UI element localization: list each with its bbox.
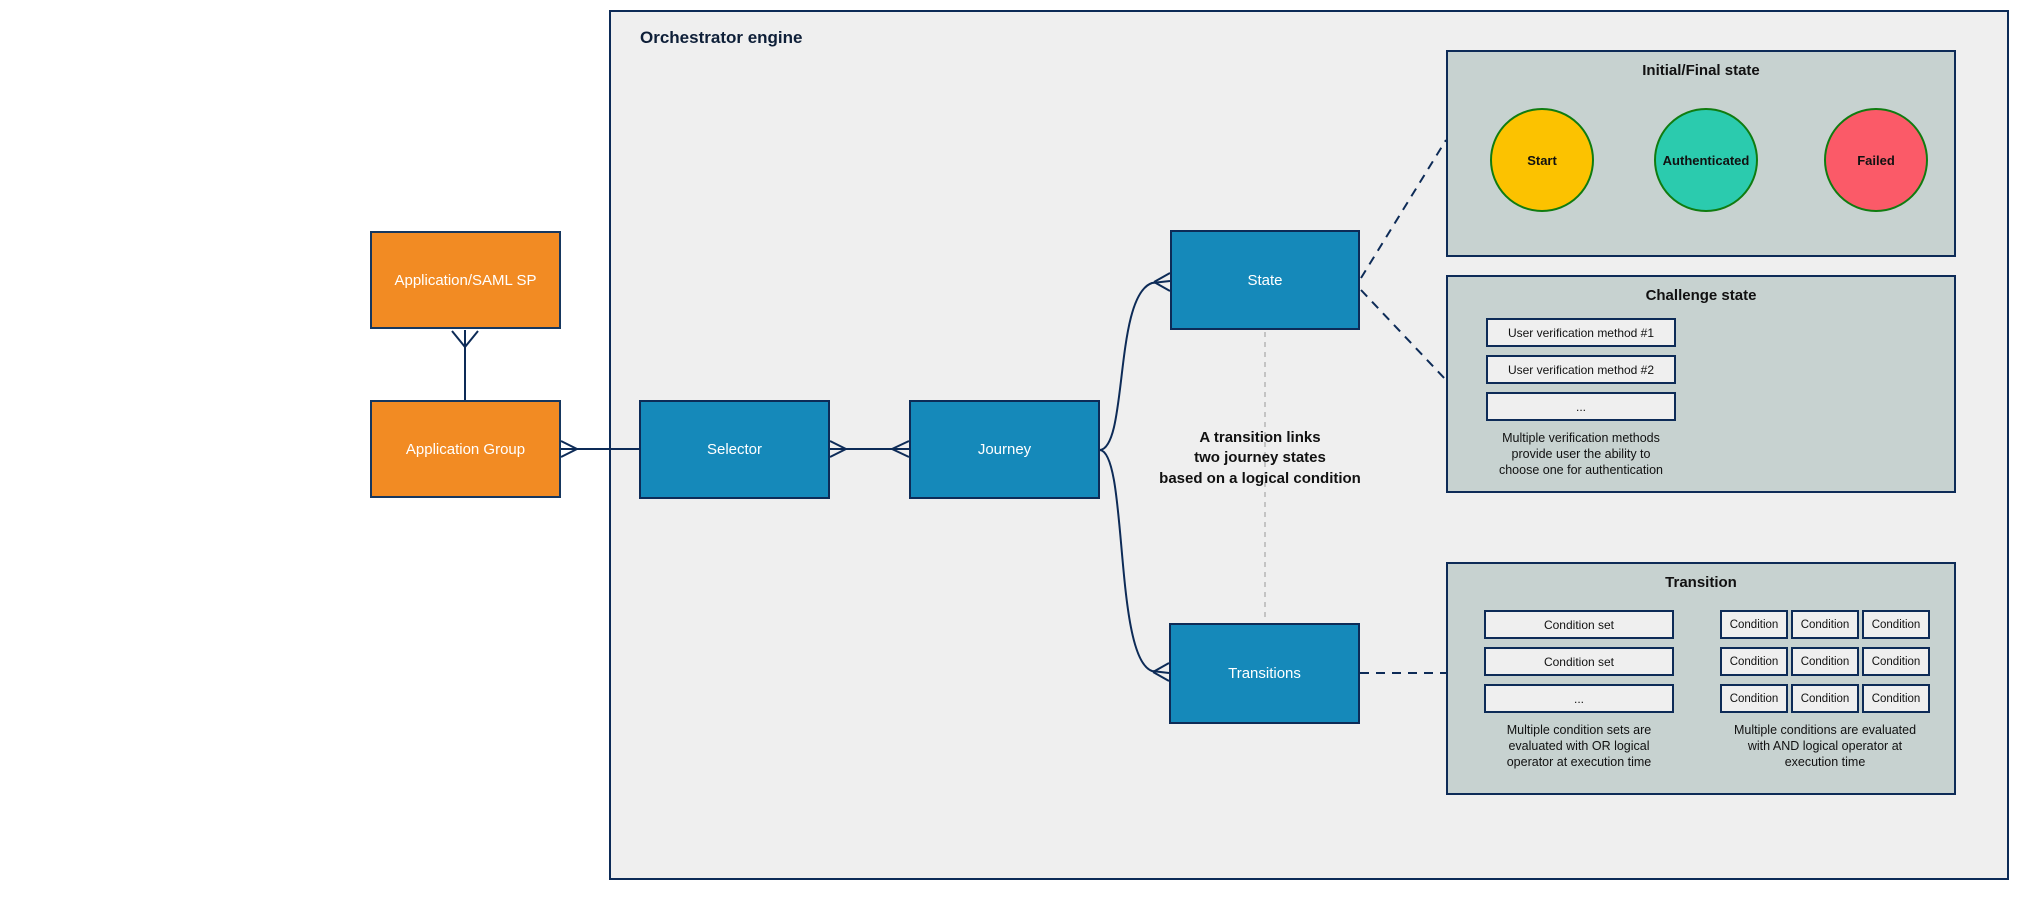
condition-set-2: Condition set bbox=[1484, 647, 1674, 676]
node-application-group-label: Application Group bbox=[405, 440, 526, 458]
node-transitions: Transitions bbox=[1169, 623, 1360, 724]
condition-cell: Condition bbox=[1791, 684, 1859, 713]
orchestrator-engine-title: Orchestrator engine bbox=[640, 28, 803, 47]
panel-initial-final-title: Initial/Final state bbox=[1642, 62, 1760, 79]
verification-method-2: User verification method #2 bbox=[1486, 355, 1676, 384]
node-journey: Journey bbox=[909, 400, 1100, 499]
state-circle-failed: Failed bbox=[1824, 108, 1928, 212]
condition-cell: Condition bbox=[1862, 647, 1930, 676]
conditions-caption: Multiple conditions are evaluated with A… bbox=[1733, 723, 1917, 769]
condition-set-1: Condition set bbox=[1484, 610, 1674, 639]
panel-challenge-state: Challenge state User verification method… bbox=[1446, 275, 1956, 493]
panel-challenge-title: Challenge state bbox=[1645, 287, 1757, 304]
condition-cell: Condition bbox=[1791, 610, 1859, 639]
state-circle-start: Start bbox=[1490, 108, 1594, 212]
node-application-saml-sp-label: Application/SAML SP bbox=[394, 271, 537, 289]
condition-cell: Condition bbox=[1791, 647, 1859, 676]
node-state: State bbox=[1170, 230, 1360, 330]
crowsfoot-appgroup bbox=[560, 440, 578, 458]
verification-method-more: ... bbox=[1486, 392, 1676, 421]
panel-initial-final-state: Initial/Final state Start Authenticated … bbox=[1446, 50, 1956, 257]
node-application-group: Application Group bbox=[370, 400, 561, 498]
transition-annotation: A transition links two journey states ba… bbox=[1159, 429, 1361, 487]
node-state-label: State bbox=[1247, 271, 1283, 289]
panel-transition: Transition Condition set Condition set .… bbox=[1446, 562, 1956, 795]
condition-sets-caption: Multiple condition sets are evaluated wi… bbox=[1506, 723, 1652, 769]
state-circle-failed-label: Failed bbox=[1857, 152, 1895, 168]
verification-method-1: User verification method #1 bbox=[1486, 318, 1676, 347]
node-selector-label: Selector bbox=[706, 441, 763, 458]
condition-cell: Condition bbox=[1720, 647, 1788, 676]
condition-cell: Condition bbox=[1720, 610, 1788, 639]
crowsfoot-appsaml bbox=[451, 330, 479, 348]
node-journey-label: Journey bbox=[977, 441, 1032, 458]
state-circle-authenticated: Authenticated bbox=[1654, 108, 1758, 212]
state-circle-start-label: Start bbox=[1527, 152, 1557, 168]
state-circle-authenticated-label: Authenticated bbox=[1662, 152, 1750, 168]
node-transitions-label: Transitions bbox=[1228, 665, 1301, 682]
challenge-caption: Multiple verification methods provide us… bbox=[1498, 431, 1663, 477]
panel-transition-title: Transition bbox=[1665, 574, 1737, 591]
condition-set-more: ... bbox=[1484, 684, 1674, 713]
node-selector: Selector bbox=[639, 400, 830, 499]
condition-cell: Condition bbox=[1862, 610, 1930, 639]
condition-cell: Condition bbox=[1720, 684, 1788, 713]
condition-cell: Condition bbox=[1862, 684, 1930, 713]
node-application-saml-sp: Application/SAML SP bbox=[370, 231, 561, 329]
